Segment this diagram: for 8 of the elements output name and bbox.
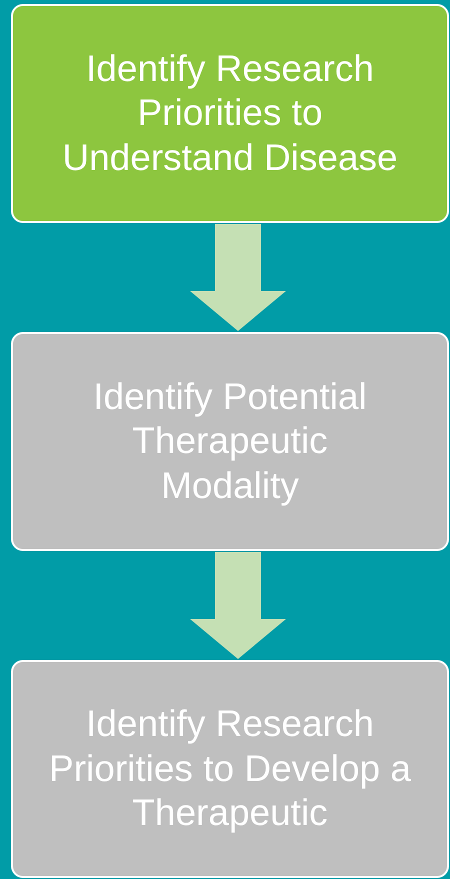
process-box bbox=[11, 660, 449, 878]
step-text: Identify Research Priorities to Understand Disease bbox=[61, 46, 399, 180]
down-arrow bbox=[190, 224, 286, 331]
step-text: Identify Research Priorities to Develop a Therapeutic bbox=[48, 702, 412, 836]
process-box bbox=[11, 4, 449, 223]
down-arrow bbox=[190, 552, 286, 659]
process-box bbox=[11, 332, 449, 551]
step-text: Identify Potential Therapeutic Modality bbox=[92, 374, 368, 508]
